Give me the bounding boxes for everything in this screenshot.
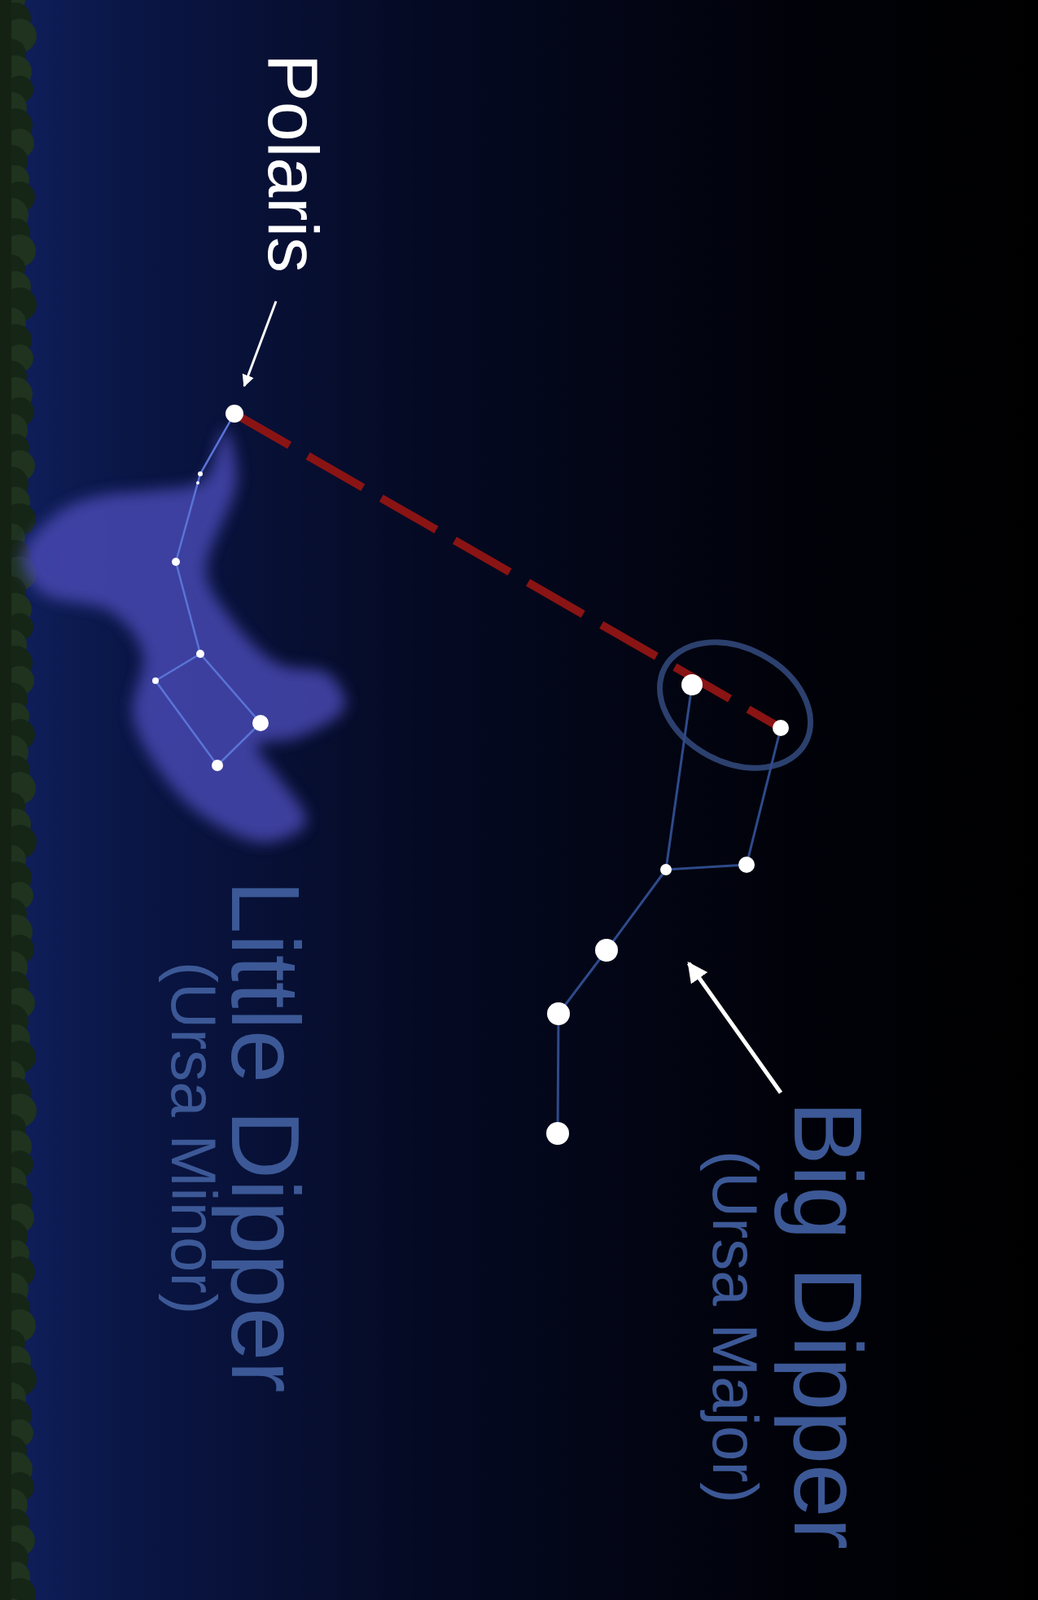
constellation-name: Big Dipper [779,1100,876,1550]
star [660,863,672,876]
pointer-line [234,413,781,728]
star [196,481,200,485]
big-dipper-handle [557,869,666,1134]
ground-strip [0,0,12,1600]
star [547,1002,570,1025]
polaris-pointer [244,301,276,386]
star [197,471,203,477]
star [152,677,159,684]
big-dipper-pointer [688,963,781,1093]
star [595,938,618,962]
constellation-latin-name: (Ursa Minor) [162,961,226,1314]
ursa-minor-figure [21,429,346,843]
big-dipper-lines [665,684,781,870]
star [681,674,703,696]
little-dipper-lines [155,413,261,766]
star-name: Polaris [257,53,329,273]
star [225,404,244,423]
star [196,649,205,658]
treeline [0,0,37,1600]
constellation-latin-name: (Ursa Major) [703,1150,767,1503]
star [772,719,789,736]
star [171,557,180,566]
star [546,1121,570,1145]
constellation-name: Little Dipper [217,880,314,1393]
pointer-stars-ring [638,617,833,793]
star [252,714,269,732]
star [211,759,224,771]
star [738,856,755,873]
